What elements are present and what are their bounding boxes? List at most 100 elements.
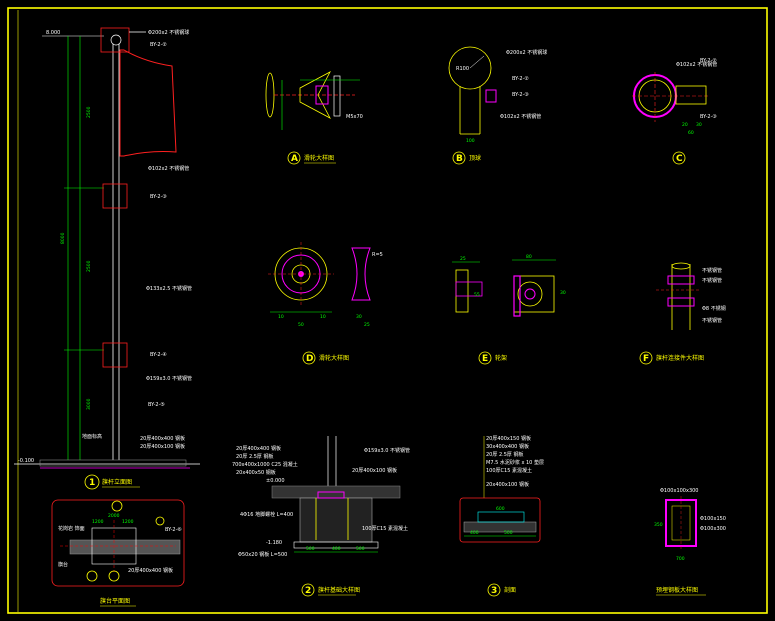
caption-f-letter: F (643, 354, 649, 364)
detail-d-dim-1: 50 (298, 322, 304, 328)
flag-outline (119, 49, 177, 157)
caption-f-text: 旗杆连接件大样图 (656, 354, 704, 362)
detail-d-dim-5: 25 (364, 322, 370, 328)
level-ground-label: -0.100 (18, 458, 34, 464)
detail-b: R100 Φ200x2 不锈钢球 BY-2-② BY-2-③ Φ102x2 不锈… (448, 46, 547, 165)
found-bolt: 4Φ16 地脚螺栓 L=400 (240, 511, 293, 518)
callout-rope-3: BY-2-④ (150, 352, 167, 358)
callout-plate-2: 20厚400x100 钢板 (140, 443, 185, 450)
level-top-label: 8.000 (46, 30, 60, 36)
found-level-zero: ±0.000 (266, 478, 285, 484)
sec-dim-2: 400 (470, 530, 479, 536)
detail-b-dim: 100 (466, 138, 475, 144)
detail-c-dim-3: 60 (688, 130, 694, 136)
detail-b-ref-2: BY-2-③ (512, 92, 529, 98)
caption-2-number: 2 (305, 586, 311, 596)
plan-dim-1: 1200 (92, 519, 104, 525)
callout-base-ref: BY-2-⑤ (148, 402, 165, 408)
detail-d-dim-4: 30 (356, 314, 362, 320)
callout-rope-1: BY-2-② (150, 42, 167, 48)
callout-box-2 (102, 183, 128, 209)
caption-1-marker (84, 474, 100, 490)
found-layer-2: 20厚 2.5厚 钢板 (236, 453, 274, 460)
detail-c: BY-2-② Φ102x2 不锈钢管 BY-2-③ 20 30 60 C (632, 58, 717, 165)
embed-dim-5: 700 (676, 556, 685, 562)
plan-dim-2: 2000 (108, 513, 120, 519)
plan-plate: 20厚400x400 钢板 (128, 567, 173, 574)
caption-a-letter: A (291, 154, 298, 164)
caption-2-text: 旗杆基础大样图 (318, 586, 360, 594)
detail-b-ref-1: BY-2-② (512, 76, 529, 82)
caption-b-letter: B (456, 154, 463, 164)
embed-dim-1: Φ100x100x300 (660, 488, 698, 494)
dim-low: 3000 (86, 398, 92, 410)
embed-dim-3: Φ100x300 (700, 526, 726, 532)
detail-c-dim-1: 20 (682, 122, 688, 128)
detail-c-ring: Φ102x2 不锈钢管 (676, 61, 717, 68)
found-dim-1: 500 (306, 546, 315, 552)
found-layer-1: 20厚400x400 钢板 (236, 445, 281, 452)
detail-b-pipe: Φ102x2 不锈钢管 (500, 113, 541, 120)
detail-d-dim-3: 10 (320, 314, 326, 320)
found-bottom: 100厚C15 素混凝土 (362, 525, 408, 532)
plan-dim-3: 1200 (122, 519, 134, 525)
detail-d-note: R=5 (372, 252, 383, 258)
caption-c-letter: C (676, 154, 683, 164)
plan-label-ref: BY-2-⑥ (165, 527, 182, 533)
section-3: 20厚400x150 钢板 30x400x400 钢板 20厚 2.5厚 钢板 … (459, 435, 544, 597)
caption-1-number: 1 (89, 478, 95, 488)
detail-e-dim-2: 55 (474, 292, 480, 298)
caption-e-text: 轮架 (495, 354, 507, 362)
callout-tube-mid: Φ133x2.5 不锈钢管 (146, 285, 192, 292)
detail-e-dim-4: 30 (560, 290, 566, 296)
caption-plan-text: 旗台平面图 (100, 597, 130, 605)
caption-a-text: 滑轮大样图 (304, 154, 334, 162)
detail-c-dim-2: 30 (696, 122, 702, 128)
platform-plan: 花岗岩 饰面 BY-2-⑥ 旗台 1200 2000 1200 20厚400x4… (51, 499, 185, 607)
detail-d-dim-2: 10 (278, 314, 284, 320)
plan-label-platform: 旗台 (58, 561, 68, 568)
found-dim-2: 400 (332, 546, 341, 552)
callout-rope-2: BY-2-③ (150, 194, 167, 200)
caption-d-text: 滑轮大样图 (319, 354, 349, 362)
found-layer-3: 700x400x1000 C25 混凝土 (232, 461, 298, 468)
found-pipe: Φ159x3.0 不锈钢管 (364, 447, 410, 454)
foundation-detail: 20厚400x400 钢板 20厚 2.5厚 钢板 700x400x1000 C… (232, 436, 410, 597)
found-dim-3: 500 (356, 546, 365, 552)
caption-embed-text: 预埋钢板大样图 (656, 586, 698, 594)
dim-mid: 2500 (86, 260, 92, 272)
sec-dim-1: 600 (496, 506, 505, 512)
detail-a: M5x70 A 滑轮大样图 (265, 71, 363, 165)
callout-ground: 地面标高 (82, 433, 102, 440)
caption-e-letter: E (482, 354, 488, 364)
caption-3-text: 剖面 (504, 586, 516, 594)
caption-d-letter: D (306, 354, 313, 364)
detail-e: 25 55 80 30 E 轮架 (452, 254, 566, 365)
sec-plate: 20x400x100 钢板 (486, 481, 529, 488)
found-level-base: -1.180 (266, 540, 282, 546)
flagpole-elevation: 8.000 2500 8000 2500 3000 Φ200x2 不锈钢球 BY… (14, 27, 200, 490)
detail-f-note-1: 不锈钢管 (702, 267, 722, 274)
embed-plate-detail: Φ100x100x300 Φ100x150 Φ100x300 350 700 预… (654, 488, 726, 596)
plan-label-finish: 花岗岩 饰面 (58, 525, 85, 532)
callout-plate: 20厚400x400 钢板 (140, 435, 185, 442)
callout-box-3 (102, 342, 128, 368)
sec-layer-2: 30x400x400 钢板 (486, 443, 529, 450)
detail-a-ref: M5x70 (346, 114, 363, 120)
drawing-frame (7, 7, 768, 614)
detail-e-dim-3: 80 (526, 254, 532, 260)
detail-f: 不锈钢管 不锈钢管 Φ8 不锈钢 不锈钢管 F 旗杆连接件大样图 (639, 262, 726, 365)
detail-f-note-4: 不锈钢管 (702, 317, 722, 324)
sec-layer-3: 20厚 2.5厚 钢板 (486, 451, 524, 458)
caption-1-text: 旗杆立面图 (102, 478, 132, 486)
detail-f-note-2: 不锈钢管 (702, 277, 722, 284)
callout-finial: Φ200x2 不锈钢球 (148, 29, 189, 36)
embed-dim-4: 350 (654, 522, 663, 528)
detail-b-size: Φ200x2 不锈钢球 (506, 49, 547, 56)
caption-3-number: 3 (491, 586, 497, 596)
callout-tube-top: Φ102x2 不锈钢管 (148, 165, 189, 172)
detail-b-r: R100 (456, 66, 469, 72)
detail-c-ref-2: BY-2-③ (700, 114, 717, 120)
callout-box-1 (100, 27, 130, 53)
